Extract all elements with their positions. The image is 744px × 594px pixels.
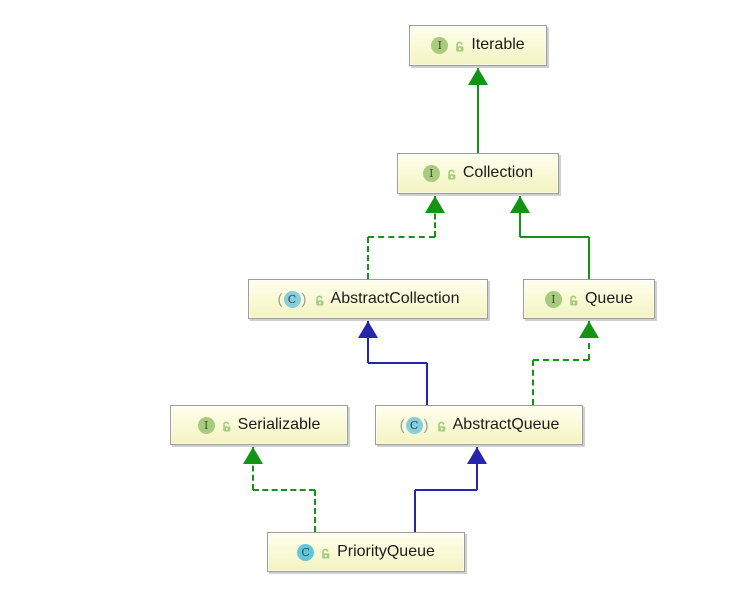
node-queue[interactable]: I Queue — [523, 279, 655, 319]
class-name-label: Iterable — [471, 36, 525, 53]
class-name-label: Serializable — [237, 415, 321, 433]
class-letter: C — [405, 416, 423, 434]
lock-icon — [453, 40, 466, 53]
lock-icon — [220, 420, 233, 433]
node-abstract-collection[interactable]: (C) AbstractCollection — [248, 279, 488, 319]
edge-abstractcollection-to-collection[interactable] — [367, 237, 369, 279]
edge-abstractqueue-to-abstractcollection-arrowhead-icon — [358, 321, 378, 338]
abstract-class-icon: (C) — [277, 290, 308, 308]
edge-abstractqueue-to-abstractcollection[interactable] — [368, 362, 427, 364]
edge-abstractcollection-to-collection-arrowhead-icon — [425, 196, 445, 213]
interface-icon: I — [422, 165, 440, 182]
lock-icon — [445, 168, 458, 181]
node-collection[interactable]: I Collection — [397, 153, 559, 194]
edge-collection-to-iterable-arrowhead-icon — [468, 68, 488, 85]
edge-priorityqueue-to-serializable[interactable] — [253, 489, 315, 491]
node-priority-queue[interactable]: C PriorityQueue — [267, 532, 465, 572]
abstract-paren-left: ( — [277, 290, 283, 308]
class-name-label: AbstractQueue — [452, 415, 560, 433]
edge-abstractqueue-to-queue[interactable] — [588, 321, 590, 360]
edge-abstractqueue-to-abstractcollection[interactable] — [426, 363, 428, 405]
edge-abstractqueue-to-abstractcollection[interactable] — [367, 321, 369, 363]
node-abstract-queue[interactable]: (C) AbstractQueue — [375, 405, 583, 445]
class-name-label: Collection — [462, 164, 534, 181]
edge-queue-to-collection[interactable] — [520, 236, 589, 238]
class-icon: C — [297, 543, 315, 561]
interface-icon: I — [197, 416, 215, 434]
lock-icon — [435, 420, 448, 433]
edge-priorityqueue-to-abstractqueue[interactable] — [476, 447, 478, 490]
edge-abstractqueue-to-queue[interactable] — [532, 360, 534, 405]
edge-priorityqueue-to-serializable[interactable] — [314, 490, 316, 532]
abstract-paren-right: ) — [301, 290, 307, 308]
class-letter: C — [283, 290, 301, 308]
edge-abstractcollection-to-collection[interactable] — [368, 236, 435, 238]
edge-abstractqueue-to-queue-arrowhead-icon — [579, 321, 599, 338]
abstract-class-icon: (C) — [399, 416, 430, 434]
lock-icon — [567, 294, 580, 307]
edge-priorityqueue-to-serializable-arrowhead-icon — [243, 447, 263, 464]
edge-queue-to-collection[interactable] — [588, 237, 590, 279]
abstract-paren-left: ( — [399, 416, 405, 434]
abstract-paren-right: ) — [423, 416, 429, 434]
class-name-label: PriorityQueue — [337, 542, 435, 560]
edge-collection-to-iterable[interactable] — [477, 68, 479, 153]
edge-queue-to-collection-arrowhead-icon — [510, 196, 530, 213]
edge-abstractcollection-to-collection[interactable] — [434, 196, 436, 237]
edge-abstractqueue-to-queue[interactable] — [533, 359, 589, 361]
interface-icon: I — [544, 290, 562, 308]
edge-priorityqueue-to-serializable[interactable] — [252, 447, 254, 490]
edge-priorityqueue-to-abstractqueue-arrowhead-icon — [467, 447, 487, 464]
interface-icon: I — [431, 37, 449, 54]
lock-icon — [313, 294, 326, 307]
edge-priorityqueue-to-abstractqueue[interactable] — [415, 489, 477, 491]
node-iterable[interactable]: I Iterable — [409, 25, 547, 66]
edge-queue-to-collection[interactable] — [519, 196, 521, 237]
class-name-label: Queue — [584, 289, 634, 307]
node-serializable[interactable]: I Serializable — [170, 405, 348, 445]
class-name-label: AbstractCollection — [330, 289, 460, 307]
edge-priorityqueue-to-abstractqueue[interactable] — [414, 490, 416, 532]
lock-icon — [319, 547, 332, 560]
